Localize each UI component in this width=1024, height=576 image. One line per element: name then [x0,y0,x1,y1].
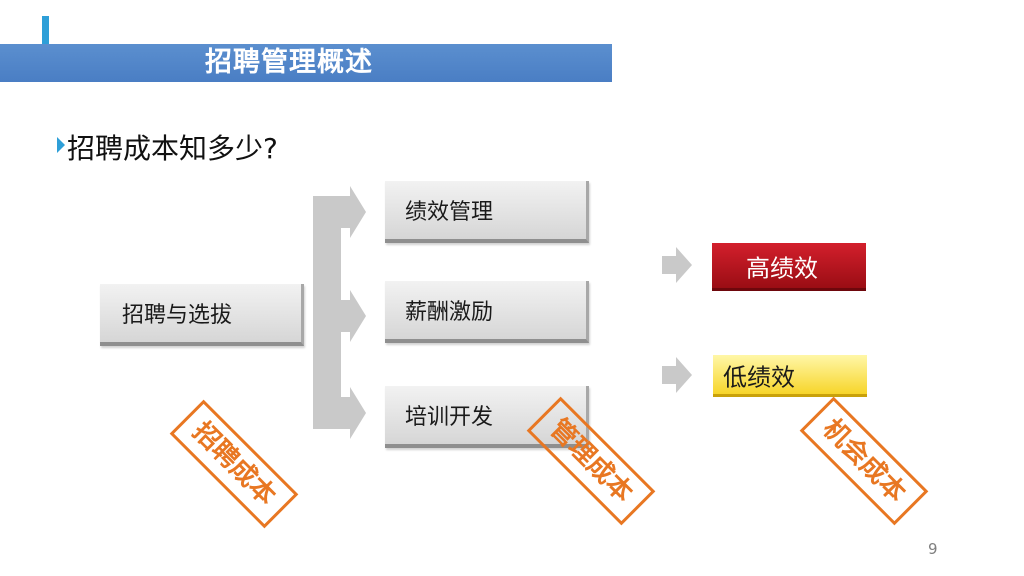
bracket-stem [313,200,341,423]
branch-arrow-top [313,186,366,238]
outcome-arrow-low [662,357,692,393]
outcome-low-label: 低绩效 [723,363,795,391]
source-box: 招聘与选拔 [100,284,304,346]
bullet-arrow-icon [57,137,65,153]
branch-arrow-middle [341,290,366,342]
branch-box-training: 培训开发 [385,386,589,448]
outcome-low-performance: 低绩效 [713,355,867,397]
title-accent-bar [42,16,49,46]
branch-arrow-bottom [313,387,366,439]
outcome-arrow-high [662,247,692,283]
branch-box-label: 培训开发 [405,405,494,430]
branch-box-label: 绩效管理 [405,200,494,225]
outcome-high-label: 高绩效 [746,254,818,282]
branch-box-compensation: 薪酬激励 [385,281,589,343]
page-number: 9 [928,540,938,558]
source-box-label: 招聘与选拔 [122,303,233,328]
slide-title: 招聘管理概述 [205,47,373,78]
title-band [0,44,612,82]
branch-box-performance: 绩效管理 [385,181,589,243]
slide-subtitle: 招聘成本知多少? [67,132,278,165]
branch-box-label: 薪酬激励 [405,300,494,325]
outcome-high-performance: 高绩效 [712,243,866,291]
